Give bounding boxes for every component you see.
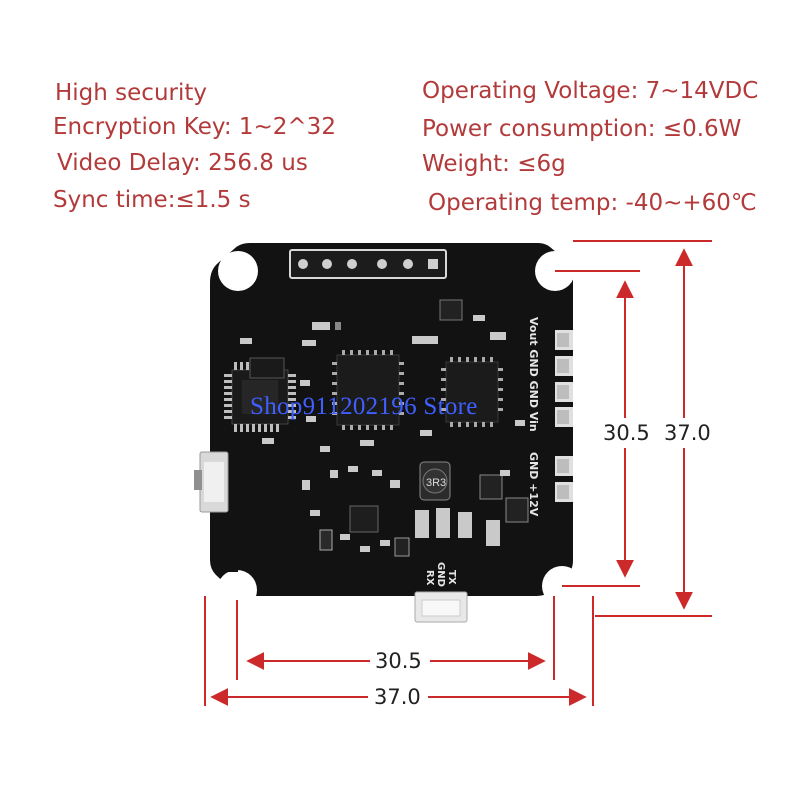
chip-small-qfp: [249, 357, 285, 379]
spec-operating-voltage: Operating Voltage: 7~14VDC: [422, 78, 759, 104]
dim-label-vertical-inner: 30.5: [603, 421, 650, 445]
inductor-label: 3R3: [426, 477, 446, 489]
spec-video-delay: Video Delay: 256.8 us: [57, 150, 308, 176]
inductor: [419, 461, 451, 501]
silkscreen-vout-gnd-gnd-vin: Vout GND GND Vin: [527, 317, 540, 432]
silkscreen-gnd: GND: [435, 562, 446, 587]
silkscreen-gnd-12v: GND +12V: [527, 452, 540, 517]
mount-hole-top-left: [218, 251, 258, 291]
chip-right-qfn: [441, 357, 503, 427]
chip-center-qfn: [332, 350, 404, 430]
spec-encryption-key: Encryption Key: 1~2^32: [53, 114, 336, 140]
silkscreen-tx: TX: [446, 570, 457, 585]
spec-power-consumption: Power consumption: ≤0.6W: [422, 116, 742, 142]
header-top-6pin: [289, 249, 447, 279]
spec-sync-time: Sync time:≤1.5 s: [53, 187, 251, 213]
store-watermark: Shop911202196 Store: [250, 393, 478, 420]
chip-left-qfp: [224, 362, 296, 432]
dim-label-horizontal-outer: 37.0: [374, 685, 421, 709]
mount-hole-bottom-left: [217, 570, 257, 610]
spec-weight: Weight: ≤6g: [422, 151, 566, 177]
dim-label-horizontal-inner: 30.5: [375, 649, 422, 673]
silkscreen-rx: RX: [424, 570, 435, 586]
dim-label-vertical-outer: 37.0: [664, 421, 711, 445]
side-switch: [194, 451, 229, 513]
spec-operating-temp: Operating temp: -40~+60℃: [428, 190, 757, 216]
right-pads: [555, 330, 573, 502]
spec-high-security: High security: [55, 80, 208, 106]
smd-components: [240, 299, 529, 557]
